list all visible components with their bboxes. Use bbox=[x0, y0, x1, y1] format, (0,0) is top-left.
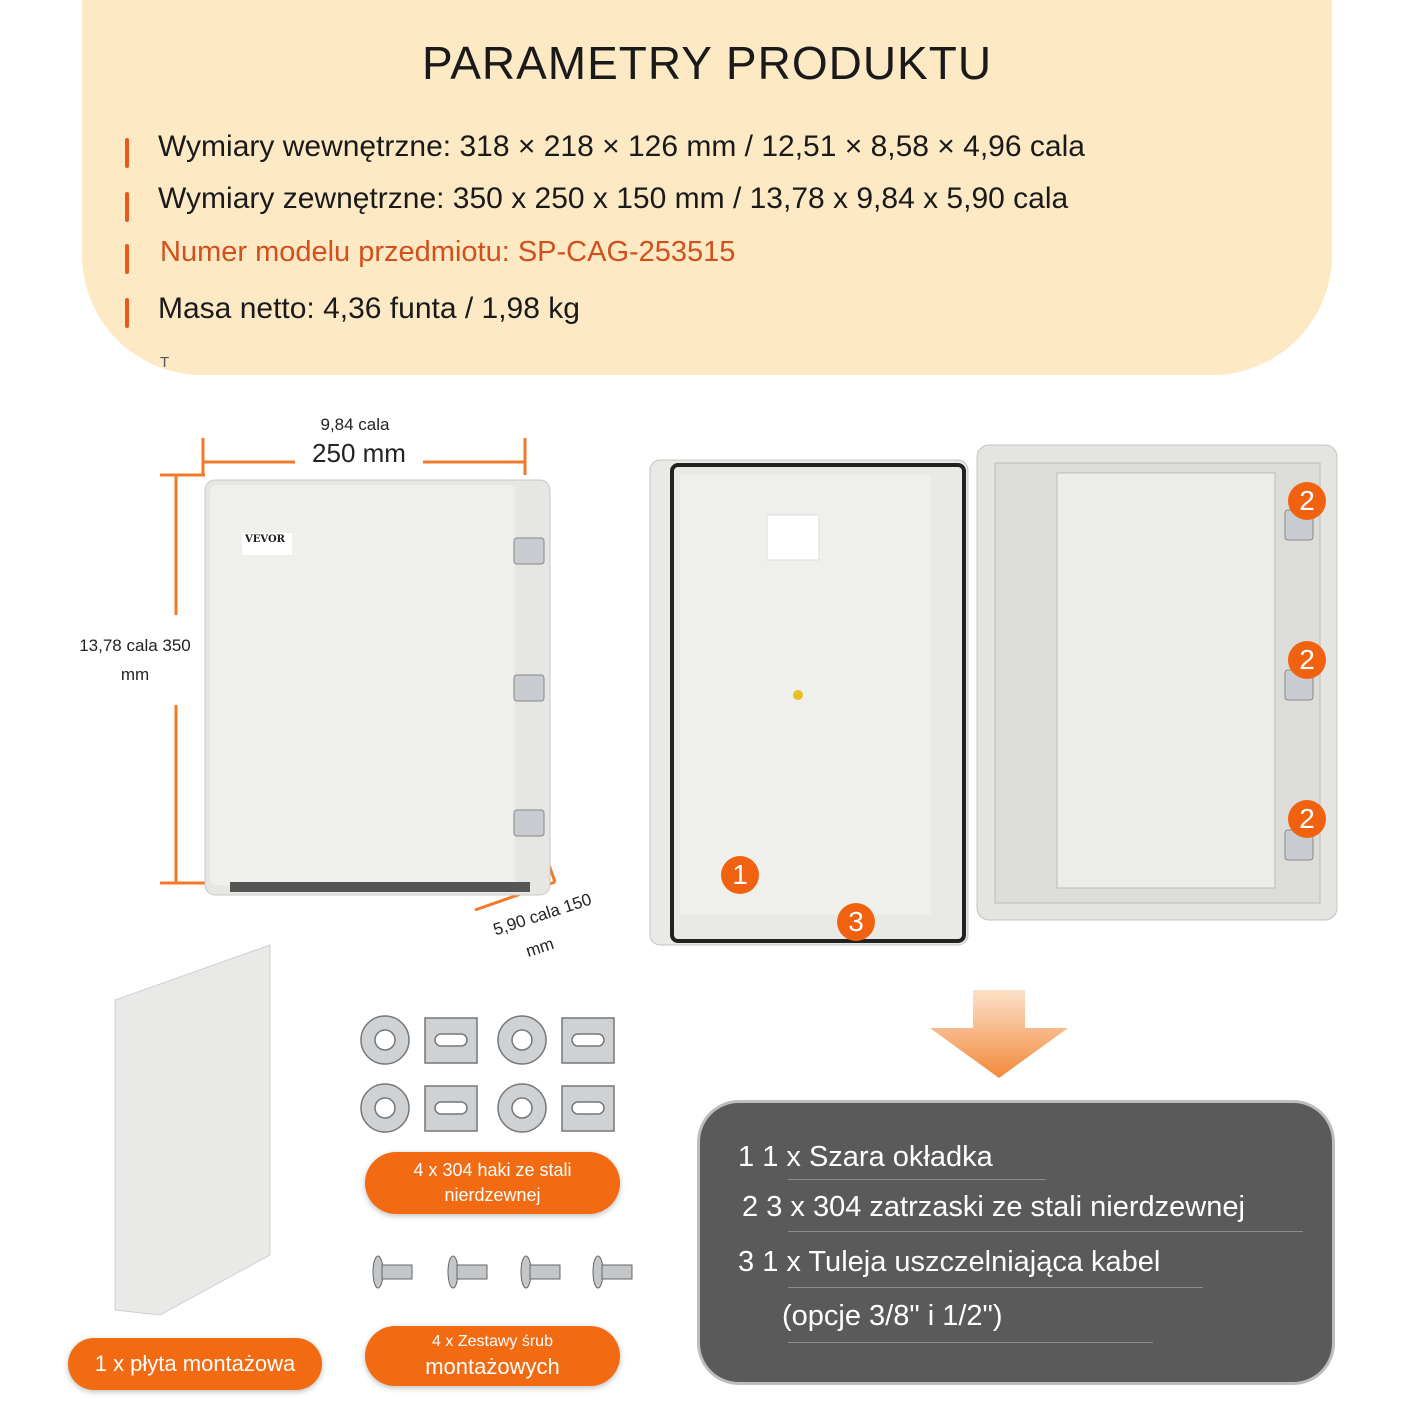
screws-label-line1: 4 x Zestawy śrub bbox=[432, 1333, 553, 1350]
item-number: 2 bbox=[742, 1191, 759, 1223]
arrow-down-icon bbox=[930, 990, 1068, 1078]
item-number: 3 bbox=[738, 1246, 755, 1278]
bullet-bar bbox=[125, 192, 129, 222]
specs-header-panel bbox=[82, 0, 1332, 375]
callout-badge-3: 3 bbox=[837, 903, 875, 941]
hooks-label-line2: nierdzewnej bbox=[444, 1185, 541, 1205]
bullet-bar bbox=[125, 244, 129, 274]
spec-net-weight: Masa netto: 4,36 funta / 1,98 kg bbox=[158, 292, 580, 325]
spec-model-number: Numer modelu przedmiotu: SP-CAG-253515 bbox=[160, 236, 736, 268]
bullet-bar bbox=[125, 298, 129, 328]
open-enclosure-image bbox=[649, 444, 1338, 946]
spec-inner-dimensions: Wymiary wewnętrzne: 318 × 218 × 126 mm /… bbox=[158, 130, 1085, 163]
hooks-label-line1: 4 x 304 haki ze stali bbox=[413, 1160, 572, 1180]
height-label: 13,78 cala 350 bbox=[79, 636, 191, 655]
callout-badge-1: 1 bbox=[721, 856, 759, 894]
spec-outer-dimensions: Wymiary zewnętrzne: 350 x 250 x 150 mm /… bbox=[158, 182, 1069, 215]
bullet-bar bbox=[125, 138, 129, 168]
width-inches: 9,84 cala bbox=[320, 415, 390, 434]
package-item-2: 2 3 x 304 zatrzaski ze stali nierdzewnej bbox=[742, 1191, 1245, 1224]
divider bbox=[788, 1287, 1203, 1288]
hooks-label: 4 x 304 haki ze stali nierdzewnej bbox=[365, 1152, 620, 1214]
mounting-plate-image bbox=[114, 944, 271, 1316]
package-item-1: 1 1 x Szara okładka bbox=[738, 1141, 993, 1174]
hooks-image bbox=[360, 1015, 615, 1133]
package-contents-panel: 1 1 x Szara okładka 2 3 x 304 zatrzaski … bbox=[697, 1100, 1335, 1385]
callout-badge-2: 2 bbox=[1288, 800, 1326, 838]
callout-badge-2: 2 bbox=[1288, 482, 1326, 520]
page-title: PARAMETRY PRODUKTU bbox=[421, 37, 993, 89]
package-item-3-note: (opcje 3/8" i 1/2") bbox=[782, 1300, 1003, 1332]
screws-label: 4 x Zestawy śrub montażowych bbox=[365, 1326, 620, 1386]
item-text: 1 x Tuleja uszczelniająca kabel bbox=[762, 1246, 1161, 1278]
item-text: 3 x 304 zatrzaski ze stali nierdzewnej bbox=[766, 1191, 1245, 1223]
callout-badge-2: 2 bbox=[1288, 641, 1326, 679]
item-text: 1 x Szara okładka bbox=[762, 1141, 993, 1173]
divider bbox=[788, 1179, 1046, 1180]
width-mm: 250 mm bbox=[312, 438, 406, 468]
height-label-unit: mm bbox=[120, 665, 150, 684]
divider bbox=[788, 1231, 1303, 1232]
screws-image bbox=[372, 1255, 633, 1289]
closed-enclosure-diagram bbox=[160, 438, 557, 912]
plate-label: 1 x płyta montażowa bbox=[68, 1338, 322, 1390]
screws-label-line2: montażowych bbox=[425, 1354, 560, 1379]
vevor-logo: VEVOR bbox=[245, 534, 285, 545]
stray-mark: T bbox=[160, 354, 170, 371]
divider bbox=[788, 1342, 1153, 1343]
package-item-3: 3 1 x Tuleja uszczelniająca kabel bbox=[738, 1246, 1160, 1279]
item-number: 1 bbox=[738, 1141, 755, 1173]
